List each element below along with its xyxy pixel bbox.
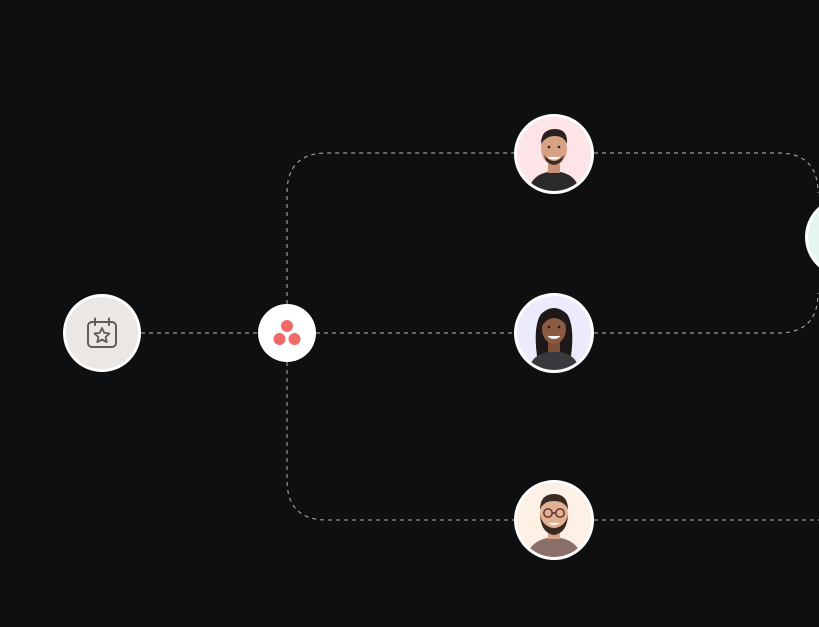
edge-person-1-offscreen <box>594 152 819 194</box>
avatar-man-smiling <box>517 117 591 191</box>
person-1-avatar[interactable] <box>514 114 594 194</box>
edge-hub-person-3 <box>286 362 514 521</box>
person-2-avatar[interactable] <box>514 293 594 373</box>
edge-person-2-offscreen <box>594 292 819 334</box>
hub-node[interactable] <box>258 304 316 362</box>
avatar-woman <box>517 296 591 370</box>
edge-hub-person-1 <box>286 152 514 304</box>
calendar-node[interactable] <box>63 294 141 372</box>
person-3-avatar[interactable] <box>514 480 594 560</box>
three-dots-logo-icon <box>273 320 301 345</box>
calendar-star-icon <box>87 317 117 348</box>
avatar-man-glasses-beard <box>517 483 591 557</box>
